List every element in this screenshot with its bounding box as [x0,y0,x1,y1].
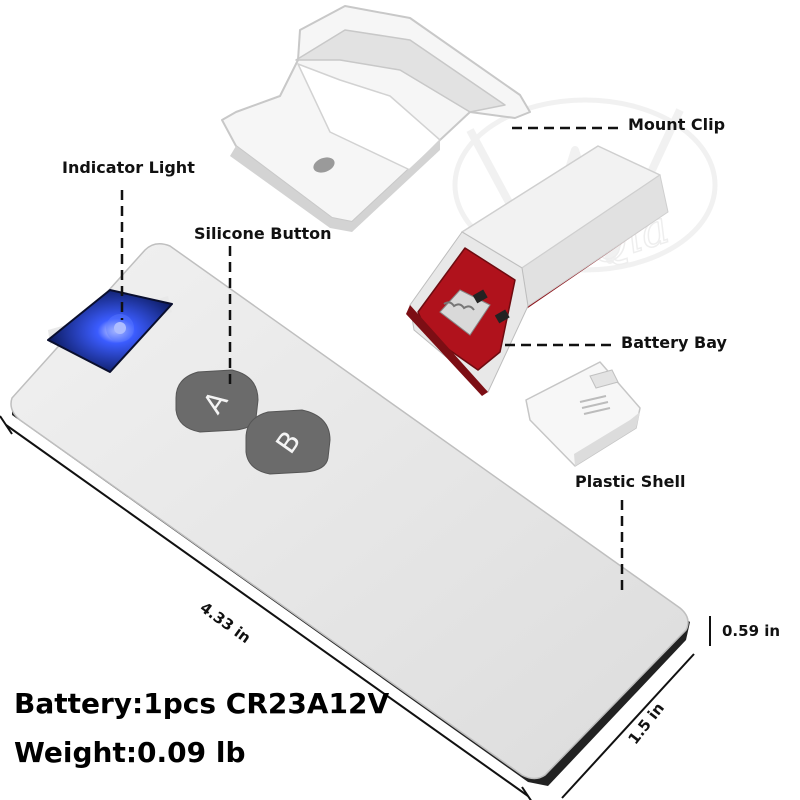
callout-battery-bay: Battery Bay [621,333,727,352]
battery-compartment [406,145,669,396]
callout-mount-clip: Mount Clip [628,115,726,134]
battery-cover [525,361,641,467]
callout-indicator-light: Indicator Light [62,158,195,177]
indicator-light [47,289,173,373]
dimension-thickness: 0.59 in [722,622,781,640]
callout-silicone-button: Silicone Button [194,224,332,243]
button-b[interactable] [245,409,331,475]
mount-clip [221,5,531,232]
spec-weight: Weight:0.09 lb [14,736,246,769]
callout-plastic-shell: Plastic Shell [575,472,686,491]
spec-battery: Battery:1pcs CR23A12V [14,687,390,720]
callout-lines [120,126,624,596]
dimension-lines [0,415,711,800]
